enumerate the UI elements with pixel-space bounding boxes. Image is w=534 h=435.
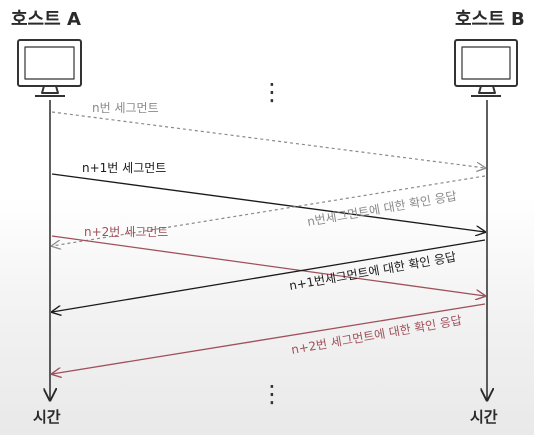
ack-n2-arrow <box>52 303 486 374</box>
ellipsis-top: ⋮ <box>260 78 284 106</box>
segment-n1-label: n+1번 세그먼트 <box>82 161 166 175</box>
segment-n-arrow <box>51 111 485 168</box>
ack-n-label: n번세그먼트에 대한 확인 응답 <box>306 189 458 229</box>
segment-n-label: n번 세그먼트 <box>92 101 159 115</box>
segment-n1-arrow <box>51 173 485 232</box>
segment-n2-label: n+2번 세그먼트 <box>84 225 168 239</box>
host-b-label: 호스트 B <box>455 9 525 30</box>
ellipsis-bottom: ⋮ <box>260 380 284 408</box>
host-b-time-label: 시간 <box>470 408 498 426</box>
ack-n1-label: n+1번세그먼트에 대한 확인 응답 <box>288 250 457 293</box>
segment-n2-arrow <box>51 235 485 296</box>
ack-n1-arrow <box>52 239 486 312</box>
ack-n2-label: n+2번 세그먼트에 대한 확인 응답 <box>290 313 463 357</box>
host-a-label: 호스트 A <box>11 9 81 30</box>
monitor-icon-host-b <box>454 39 518 97</box>
monitor-icon-host-a <box>17 39 82 97</box>
host-a-time-label: 시간 <box>33 408 61 426</box>
ack-n-arrow <box>52 175 486 246</box>
